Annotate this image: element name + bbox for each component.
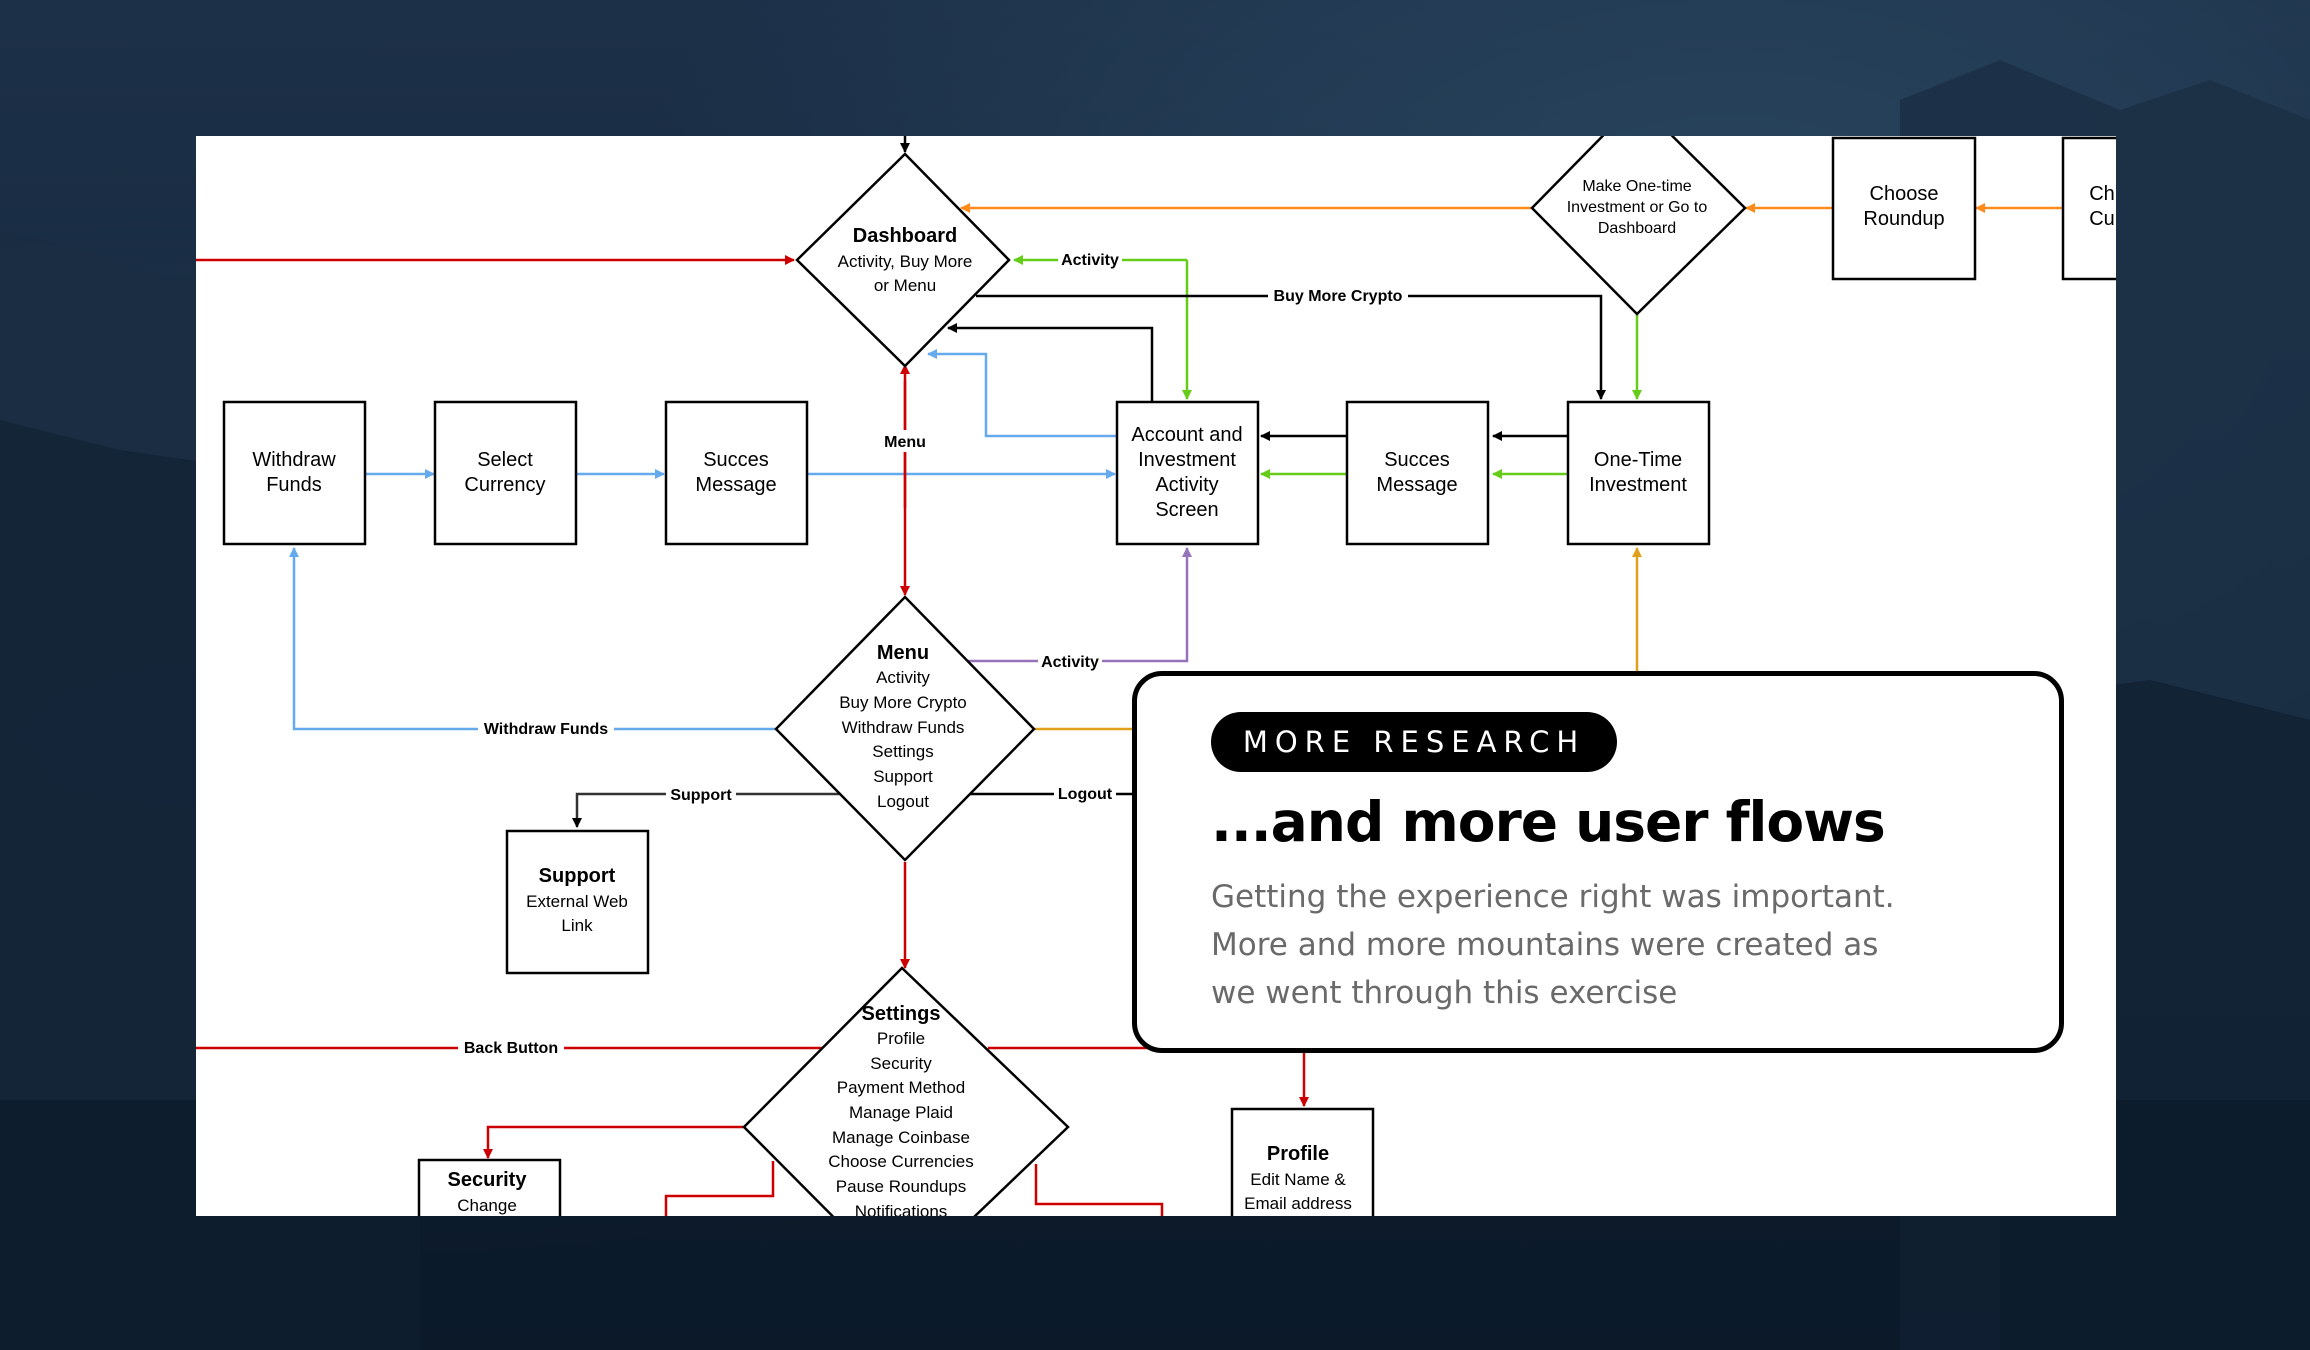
node-profile — [1230, 1107, 1375, 1216]
edge-label-logout: Logout — [1058, 786, 1113, 803]
edge-label-support: Support — [670, 787, 732, 804]
menu-line: Logout — [877, 792, 929, 811]
make-one-time-line: Dashboard — [1598, 220, 1676, 237]
node-one-time-investment — [1566, 400, 1711, 546]
select-currency-line: Currency — [464, 474, 545, 496]
node-choose-roundup — [1831, 136, 1977, 281]
menu-title: Menu — [877, 642, 929, 664]
security-title: Security — [448, 1169, 528, 1191]
edge-label-withdraw-funds: Withdraw Funds — [484, 721, 608, 738]
settings-line: Pause Roundups — [836, 1177, 966, 1196]
settings-line: Profile — [877, 1029, 925, 1048]
node-menu — [774, 595, 1036, 862]
dashboard-line: or Menu — [874, 276, 936, 295]
profile-title: Profile — [1267, 1143, 1329, 1165]
card-body-line: More and more mountains were created as — [1211, 927, 1879, 963]
settings-line: Choose Currencies — [828, 1152, 974, 1171]
choose-roundup-line: Choose — [1870, 183, 1939, 205]
card-body: Getting the experience right was importa… — [1211, 873, 1971, 1017]
settings-line: Notifications — [855, 1202, 948, 1216]
make-one-time-line: Investment or Go to — [1567, 199, 1708, 216]
menu-line: Buy More Crypto — [839, 693, 967, 712]
menu-line: Settings — [872, 742, 933, 761]
menu-line: Support — [873, 767, 933, 786]
edge-label-back-button: Back Button — [464, 1040, 558, 1057]
card-body-line: Getting the experience right was importa… — [1211, 879, 1895, 915]
security-line: Change — [457, 1196, 517, 1215]
success-message-1-line: Succes — [703, 449, 769, 471]
account-activity-line: Screen — [1155, 499, 1218, 521]
support-line: Link — [561, 916, 593, 935]
node-success-message-1 — [664, 400, 809, 546]
edge-settings-security — [483, 1125, 744, 1159]
support-title: Support — [539, 865, 616, 887]
edge-blue-account-to-dashboard — [927, 349, 1116, 438]
menu-line: Activity — [876, 668, 930, 687]
support-line: External Web — [526, 892, 628, 911]
node-security — [417, 1158, 562, 1216]
node-choose-currencies-partial — [2061, 136, 2116, 281]
choose-currencies-partial-line: Cu — [2089, 208, 2115, 230]
node-withdraw-funds — [222, 400, 367, 546]
edge-label-menu: Menu — [884, 434, 926, 451]
success-message-2-line: Message — [1376, 474, 1457, 496]
card-headline: ...and more user flows — [1211, 790, 1886, 854]
node-make-one-time — [1530, 136, 1747, 316]
edge-purple-activity — [966, 547, 1192, 663]
select-currency-line: Select — [477, 449, 533, 471]
edge-red-bottom-left — [664, 1161, 775, 1216]
account-activity-line: Account and — [1131, 424, 1242, 446]
node-settings — [742, 966, 1070, 1216]
card-body-line: we went through this exercise — [1211, 975, 1678, 1011]
success-message-2-line: Succes — [1384, 449, 1450, 471]
more-research-card: MORE RESEARCH ...and more user flows Get… — [1132, 671, 2064, 1053]
edge-label-activity-menu: Activity — [1041, 654, 1099, 671]
make-one-time-line: Make One-time — [1582, 178, 1691, 195]
account-activity-line: Activity — [1155, 474, 1218, 496]
one-time-investment-line: One-Time — [1594, 449, 1682, 471]
dashboard-title: Dashboard — [853, 225, 957, 247]
edge-red-bottom-right — [1034, 1164, 1164, 1216]
withdraw-funds-line: Funds — [266, 474, 322, 496]
node-account-activity — [1115, 400, 1260, 546]
choose-currencies-partial-line: Ch — [2089, 183, 2115, 205]
more-research-tag: MORE RESEARCH — [1211, 712, 1617, 772]
account-activity-line: Investment — [1138, 449, 1236, 471]
choose-roundup-line: Roundup — [1863, 208, 1944, 230]
settings-line: Security — [870, 1054, 932, 1073]
edge-label-activity-top: Activity — [1061, 252, 1119, 269]
profile-line: Edit Name & — [1250, 1170, 1346, 1189]
settings-line: Manage Coinbase — [832, 1128, 970, 1147]
edge-buy-more-crypto — [976, 294, 1606, 400]
edge-label-buy-more-crypto: Buy More Crypto — [1274, 288, 1403, 305]
settings-title: Settings — [862, 1003, 941, 1025]
settings-line: Payment Method — [837, 1078, 966, 1097]
node-success-message-2 — [1345, 400, 1490, 546]
dashboard-line: Activity, Buy More — [838, 252, 973, 271]
settings-line: Manage Plaid — [849, 1103, 953, 1122]
success-message-1-line: Message — [695, 474, 776, 496]
edge-blue-withdraw — [289, 547, 776, 731]
node-support — [505, 829, 650, 975]
one-time-investment-line: Investment — [1589, 474, 1687, 496]
withdraw-funds-line: Withdraw — [252, 449, 336, 471]
edge-support — [572, 792, 840, 828]
menu-line: Withdraw Funds — [842, 718, 965, 737]
profile-line: Email address — [1244, 1194, 1352, 1213]
node-select-currency — [433, 400, 578, 546]
node-dashboard — [795, 152, 1011, 368]
edge-account-to-dashboard — [947, 323, 1154, 402]
